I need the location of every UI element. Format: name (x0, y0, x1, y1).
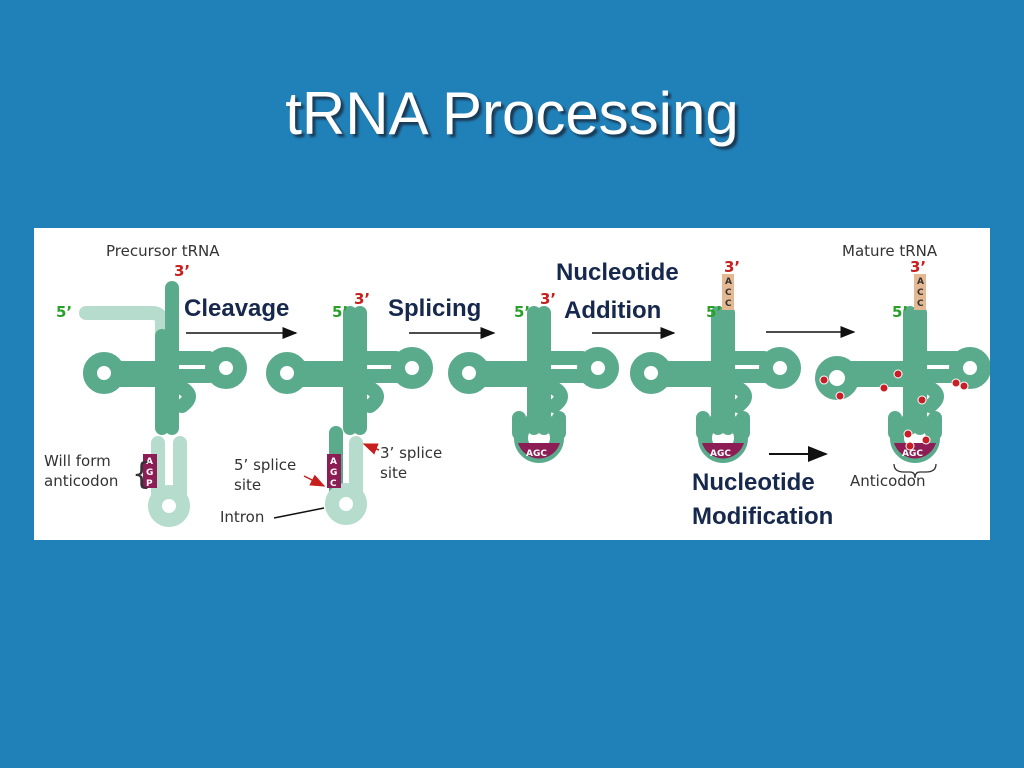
anticodon-letter-3: P (146, 479, 153, 489)
splice3-label: 3’ splice (380, 444, 442, 462)
will-form-label: Will form (44, 452, 111, 470)
cca-tail (914, 274, 926, 310)
mature-label: Mature tRNA (842, 242, 938, 260)
five-prime-label: 5’ (332, 303, 348, 321)
step-addition-line1: Nucleotide (556, 259, 679, 286)
cca-letter-2: C (917, 288, 924, 298)
trna-diagram: A G P Precursor tRNA 5’ 3’ Will form ant… (44, 242, 990, 530)
anticodon-letter-1: A (146, 457, 153, 467)
cca-letter-1: A (917, 277, 924, 287)
mature-trna: A C C AGC (815, 242, 990, 490)
anticodon-letter-1: A (330, 457, 337, 467)
anticodon-label: Anticodon (850, 472, 925, 490)
step-modification-line1: Nucleotide (692, 469, 815, 496)
anticodon-brace-icon (893, 463, 937, 479)
anticodon-code: AGC (902, 449, 923, 459)
intron-pointer (273, 507, 325, 519)
precursor-label: Precursor tRNA (106, 242, 220, 260)
three-prime-label: 3’ (354, 290, 370, 308)
anticodon-code: AGC (710, 449, 731, 459)
anticodon-letter-2: G (330, 468, 337, 478)
cca-letter-3: C (917, 299, 924, 309)
three-prime-label: 3’ (540, 290, 556, 308)
precursor-trna: A G P Precursor tRNA 5’ 3’ Will form ant… (44, 242, 247, 527)
cleaved-trna: A G C 5’ 3’ 5’ splice site 3’ splice sit… (220, 290, 442, 526)
step-cleavage: Cleavage (184, 295, 289, 322)
anticodon-code: AGC (526, 449, 547, 459)
splice3-site-label: site (380, 464, 407, 482)
intron-label: Intron (220, 508, 264, 526)
spliced-trna: AGC 5’ 3’ (448, 290, 619, 463)
anticodon-letter-3: C (330, 479, 337, 489)
brace-icon: { (132, 457, 151, 492)
cca-tail (722, 274, 734, 310)
three-prime-label: 3’ (174, 262, 190, 280)
splice5-site-label: site (234, 476, 261, 494)
anticodon-loop (518, 443, 560, 459)
anticodon-letter-2: G (146, 468, 153, 478)
splice5-label: 5’ splice (234, 456, 296, 474)
splice5-arrow (303, 474, 326, 487)
slide-title: tRNA Processing (285, 80, 739, 147)
cca-letter-2: C (725, 288, 732, 298)
anticodon-hint-label: anticodon (44, 472, 118, 490)
anticodon-loop (894, 443, 936, 459)
five-prime-label: 5’ (514, 303, 530, 321)
cca-added-trna: A C C AGC 5’ 3’ (630, 258, 801, 463)
five-prime-label: 5’ (706, 303, 722, 321)
anticodon-box (327, 454, 341, 488)
modified-bases (819, 369, 969, 451)
step-modification-line2: Modification (692, 503, 833, 530)
anticodon-loop (702, 443, 744, 459)
cca-letter-3: C (725, 299, 732, 309)
three-prime-label: 3’ (910, 258, 926, 276)
anticodon-box (143, 454, 157, 488)
trna-diagram-panel: A G P Precursor tRNA 5’ 3’ Will form ant… (34, 228, 990, 540)
five-prime-label: 5’ (892, 303, 908, 321)
three-prime-label: 3’ (724, 258, 740, 276)
five-prime-label: 5’ (56, 303, 72, 321)
splice3-arrow (362, 443, 380, 455)
step-splicing: Splicing (388, 295, 481, 322)
step-addition-line2: Addition (564, 297, 661, 324)
cca-letter-1: A (725, 277, 732, 287)
